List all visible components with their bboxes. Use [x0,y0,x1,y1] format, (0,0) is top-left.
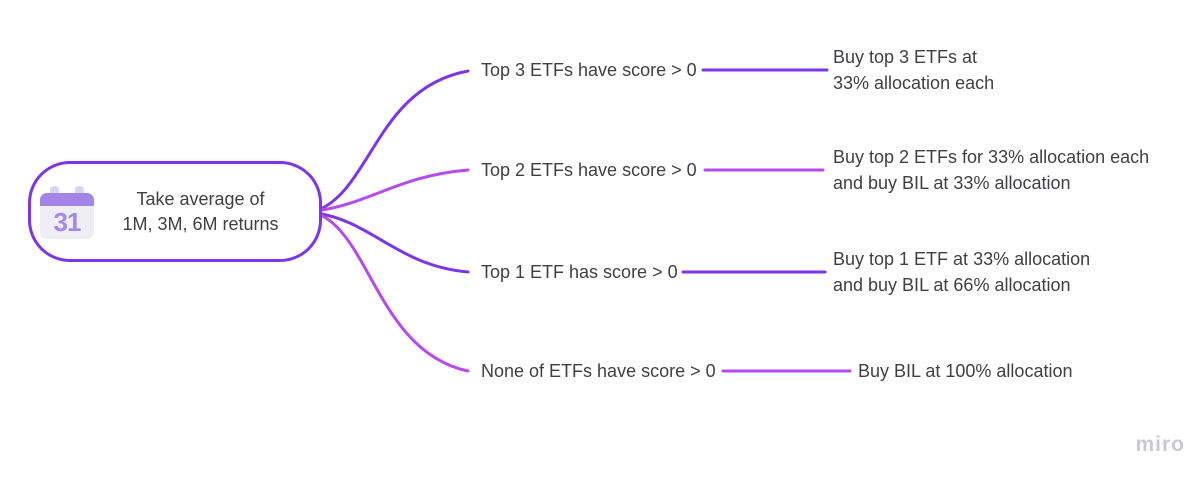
root-node-label: Take average of 1M, 3M, 6M returns [94,187,319,237]
branch-4-action[interactable]: Buy BIL at 100% allocation [858,358,1072,384]
branch-3-action[interactable]: Buy top 1 ETF at 33% allocation and buy … [833,246,1090,298]
branch-2-action[interactable]: Buy top 2 ETFs for 33% allocation each a… [833,144,1149,196]
root-label-line-1: Take average of [136,188,265,209]
calendar-header [40,192,94,206]
calendar-day: 31 [53,206,82,237]
branch-2-action-line-1: Buy top 2 ETFs for 33% allocation each [833,147,1150,167]
miro-watermark: miro [1135,433,1185,456]
branch-1-condition[interactable]: Top 3 ETFs have score > 0 [481,60,697,80]
branch-1-action-line-2: 33% allocation each [833,73,995,93]
connector-root-to-branch-2[interactable] [314,168,470,213]
branch-2-condition[interactable]: Top 2 ETFs have score > 0 [481,160,697,180]
branch-1-action-line-1: Buy top 3 ETFs at [833,47,978,67]
connector-root-to-branch-1[interactable] [314,69,470,213]
calendar-body: 31 [40,192,94,239]
branch-3-action-line-1: Buy top 1 ETF at 33% allocation [833,249,1091,269]
root-node[interactable]: 31 Take average of 1M, 3M, 6M returns [28,161,322,262]
connector-root-to-branch-4[interactable] [314,211,470,373]
branch-3-condition[interactable]: Top 1 ETF has score > 0 [481,262,678,282]
branch-4-action-line-1: Buy BIL at 100% allocation [858,361,1073,381]
connector-root-to-branch-3[interactable] [314,211,470,274]
branch-2-action-line-2: and buy BIL at 33% allocation [833,173,1071,193]
branch-3-action-line-2: and buy BIL at 66% allocation [833,275,1071,295]
root-label-line-2: 1M, 3M, 6M returns [122,213,279,234]
calendar-icon: 31 [40,185,94,240]
branch-1-action[interactable]: Buy top 3 ETFs at 33% allocation each [833,44,994,96]
branch-4-condition[interactable]: None of ETFs have score > 0 [481,361,716,381]
